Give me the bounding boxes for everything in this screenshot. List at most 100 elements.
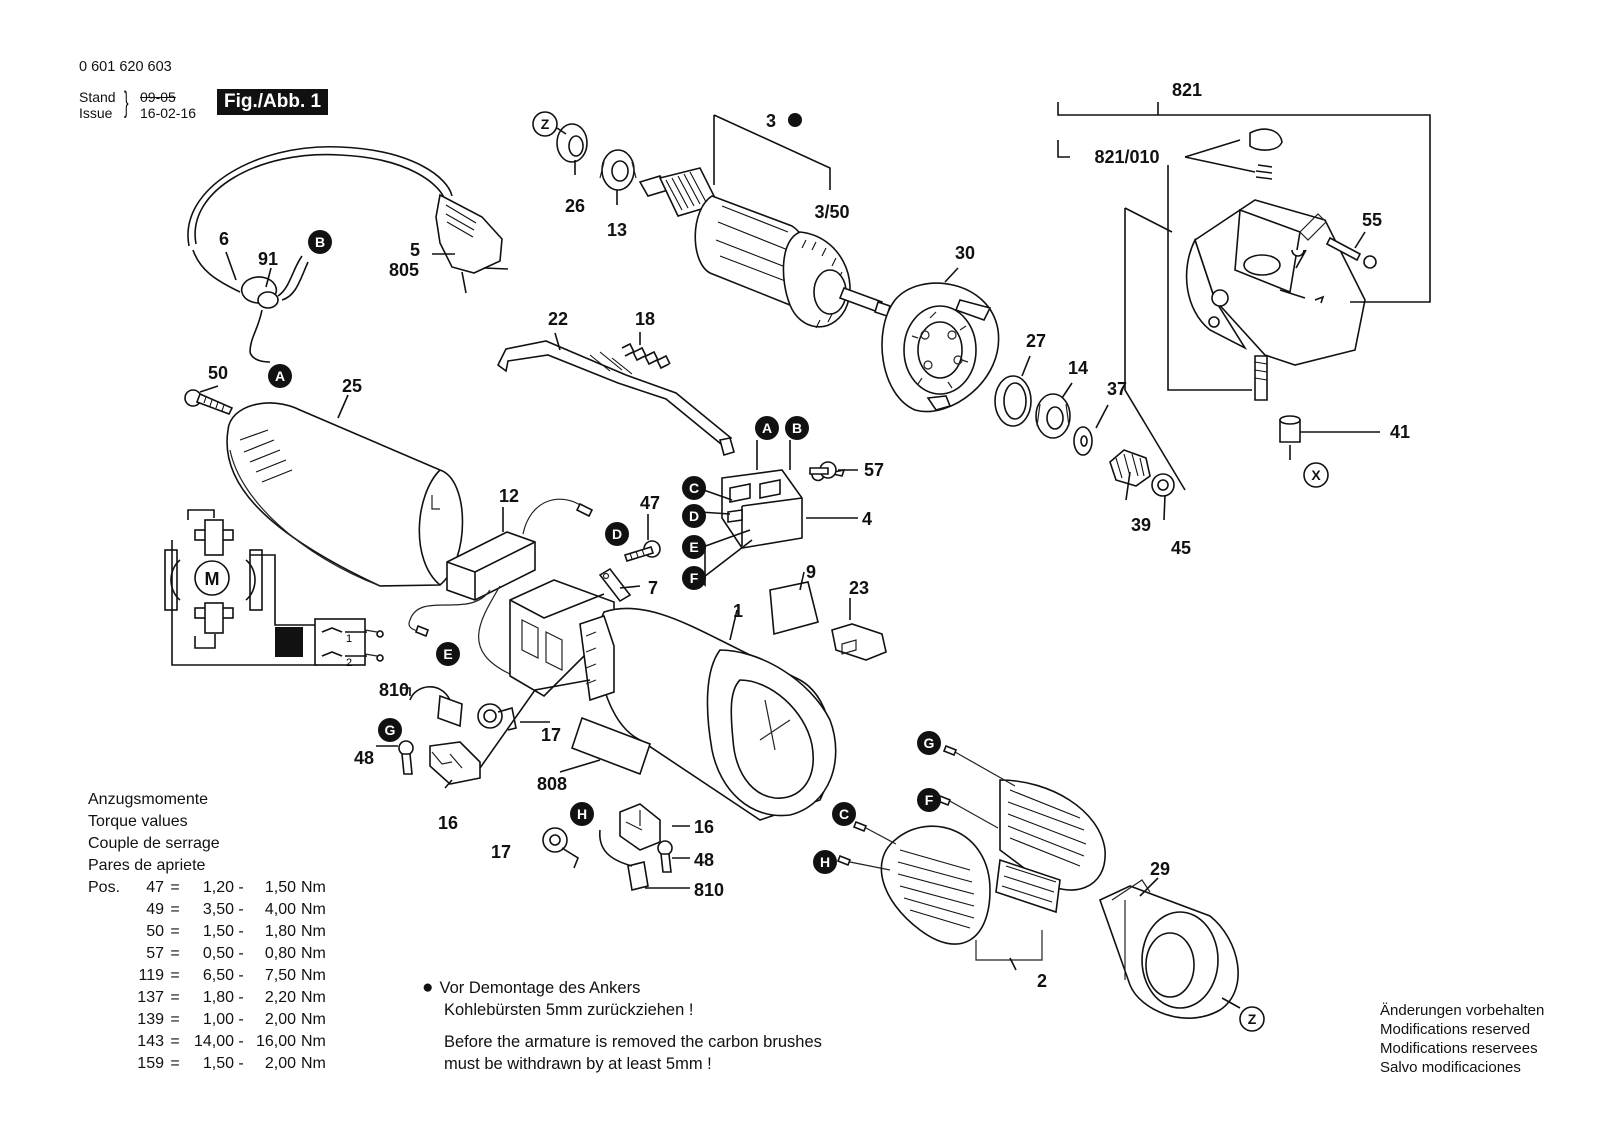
marker-a-cord: A [268,364,292,388]
torque-pos: 50 [146,923,164,940]
torque-eq: = [170,945,180,962]
svg-text:E: E [689,539,698,555]
callout-12: 12 [499,486,519,506]
label-808 [570,716,652,776]
marker-x: X [1303,462,1329,488]
note-text-de-1: Vor Demontage des Ankers [439,979,641,997]
torque-dash: - [238,967,244,984]
marker-e-switch: E [682,535,706,559]
table-row: 49 = 3,50 - 4,00 Nm [88,899,326,921]
torque-heading-es: Pares de apriete [88,857,206,874]
marker-d-filter: D [605,522,629,546]
torque-dash: - [238,1033,244,1050]
table-row: 159 = 1,50 - 2,00 Nm [88,1053,326,1075]
spring-17-bottom [542,827,579,869]
marker-h-field: H [813,850,837,874]
marker-g-brush: G [378,718,402,742]
field-wires [836,744,1016,871]
marker-h-brush: H [570,802,594,826]
callout-808: 808 [537,774,567,794]
callout-810-left: 810 [379,680,409,700]
callout-47: 47 [640,493,660,513]
marker-z-top: Z [532,111,558,137]
marker-f-field: F [917,788,941,812]
wiring-schematic [164,509,384,666]
brush-holder-16-bottom [619,803,661,851]
torque-max: 4,00 [264,901,296,918]
clamp-7 [598,567,632,603]
torque-pos: 159 [137,1055,164,1072]
leader-lines [199,102,1431,1009]
table-row: 57 = 0,50 - 0,80 Nm [88,943,326,965]
bearing-26 [556,123,588,163]
callout-13: 13 [607,220,627,240]
torque-max: 7,50 [264,967,296,984]
revision-brace: } [124,86,129,119]
callout-22: 22 [548,309,568,329]
torque-unit: Nm [301,1055,326,1072]
callout-821-010: 821/010 [1094,147,1159,167]
marker-f-switch: F [682,566,706,590]
svg-text:E: E [443,646,452,662]
armature-note: ●Vor Demontage des Ankers Kohlebürsten 5… [422,977,822,1075]
power-cord [187,146,509,363]
callout-39: 39 [1131,515,1151,535]
torque-min: 0,50 [202,945,234,962]
callout-25: 25 [342,376,362,396]
torque-values-block: Anzugsmomente Torque values Couple de se… [88,789,326,1075]
note-line-de-1: ●Vor Demontage des Ankers [422,977,822,999]
connector-markers: Z Z X A B A [268,111,1329,1032]
torque-pos: 47 [146,879,164,896]
torque-pos: 137 [137,989,164,1006]
callout-7: 7 [648,578,658,598]
torque-min: 1,00 [202,1011,234,1028]
switch-rod-22 [496,340,735,457]
air-guide-29 [1099,879,1239,1019]
callout-91: 91 [258,249,278,269]
bearing-13 [599,149,637,191]
torque-unit: Nm [301,879,326,896]
torque-heading-fr: Couple de serrage [88,835,220,852]
screw-48-bottom [657,840,673,873]
callout-16-left: 16 [438,813,458,833]
marker-b-switch: B [785,416,809,440]
removal-note-marker [788,113,802,127]
stand-label: Stand [79,89,116,105]
marker-a-switch: A [755,416,779,440]
svg-text:B: B [315,234,325,250]
svg-text:C: C [839,806,849,822]
modifications-notice: Änderungen vorbehalten Modifications res… [1380,1001,1544,1077]
torque-min: 14,00 [193,1033,234,1050]
callout-821: 821 [1172,80,1202,100]
marker-z-bottom: Z [1239,1006,1265,1032]
callout-17-left: 17 [541,725,561,745]
torque-pos: 57 [146,945,164,962]
callout-50: 50 [208,363,228,383]
svg-text:Z: Z [1248,1011,1257,1027]
screw-57 [809,461,837,479]
switch-4 [721,468,846,549]
screw-50 [184,389,234,416]
svg-text:D: D [612,526,622,542]
callout-17-bottom: 17 [491,842,511,862]
torque-min: 3,50 [202,901,234,918]
torque-dash: - [238,1011,244,1028]
callout-4: 4 [862,509,872,529]
torque-min: 1,50 [202,1055,234,1072]
callout-805: 805 [389,260,419,280]
callout-2: 2 [1037,971,1047,991]
torque-pos: 139 [137,1011,164,1028]
callout-16-bottom: 16 [694,817,714,837]
plate-9 [769,581,819,636]
figure-label: Fig./Abb. 1 [217,89,329,115]
bearing-14 [1035,393,1071,439]
modifications-en: Modifications reserved [1380,1021,1531,1038]
torque-unit: Nm [301,989,326,1006]
note-line-en-2: must be withdrawn by at least 5mm ! [444,1055,712,1073]
torque-heading-de: Anzugsmomente [88,791,209,808]
torque-max: 16,00 [255,1033,296,1050]
torque-max: 1,50 [264,879,296,896]
torque-dash: - [238,945,244,962]
callout-14: 14 [1068,358,1088,378]
svg-text:D: D [689,508,699,524]
